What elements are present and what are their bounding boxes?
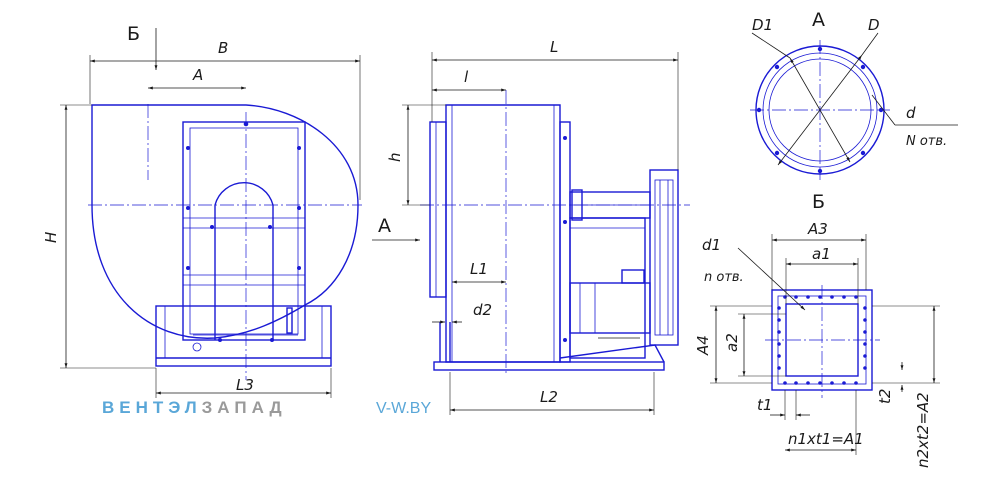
dim-L: L [550,38,558,56]
front-frame-inner [189,127,299,335]
front-view: Б B A H L3 [42,23,362,398]
dim-d1: d1 [702,236,721,254]
dim-n-holes: n отв. [704,270,744,285]
dim-t2: t2 [876,389,894,404]
front-base [155,305,332,367]
inlet-arch [214,181,274,340]
dim-A4: A4 [694,335,712,356]
side-frame [569,217,646,359]
view-b-title: Б [812,191,825,213]
watermark-site: V-W.BY [376,400,431,417]
dim-n2xt2: n2xt2=A2 [914,392,932,468]
dim-d: d [906,104,916,122]
dim-h: h [386,152,404,162]
dim-d2: d2 [473,301,492,319]
dim-n1xt1: n1xt1=A1 [788,430,864,448]
dim-A: A [192,66,203,84]
view-a-arrow-label: А [378,215,391,237]
dim-l: l [464,68,469,86]
side-housing [445,104,561,363]
dim-L3: L3 [236,376,254,394]
belt-guard [649,169,679,346]
svg-text:ВЕНТЭЛЗАПАД: ВЕНТЭЛЗАПАД [102,398,287,417]
dim-t1: t1 [757,396,772,414]
view-a-round-flange: А D1 D d N отв. [750,9,958,180]
dim-H: H [42,232,60,243]
side-base [433,361,665,371]
front-frame [182,121,306,341]
dim-a1: a1 [812,245,831,263]
dim-L2: L2 [540,388,558,406]
dim-L1: L1 [470,260,488,278]
inlet-flange [429,121,447,298]
dim-D1: D1 [752,16,773,34]
dim-B: B [218,39,228,57]
dim-a2: a2 [723,333,741,352]
dim-A3: A3 [807,220,828,238]
view-b-arrow-label: Б [127,23,140,45]
view-a-title: А [812,9,825,31]
motor [569,282,651,334]
view-b-rect-flange: Б A3 a1 [694,191,940,468]
volute-housing [91,104,359,339]
watermark-brand-2: ЗАПАД [202,398,287,417]
side-view: А L l h L1 d2 L2 [372,38,690,415]
watermark-brand-1: ВЕНТЭЛ [102,398,202,417]
watermark: ВЕНТЭЛЗАПАД V-W.BY [102,398,431,417]
dim-D: D [868,16,880,34]
dim-N-holes: N отв. [906,134,947,149]
